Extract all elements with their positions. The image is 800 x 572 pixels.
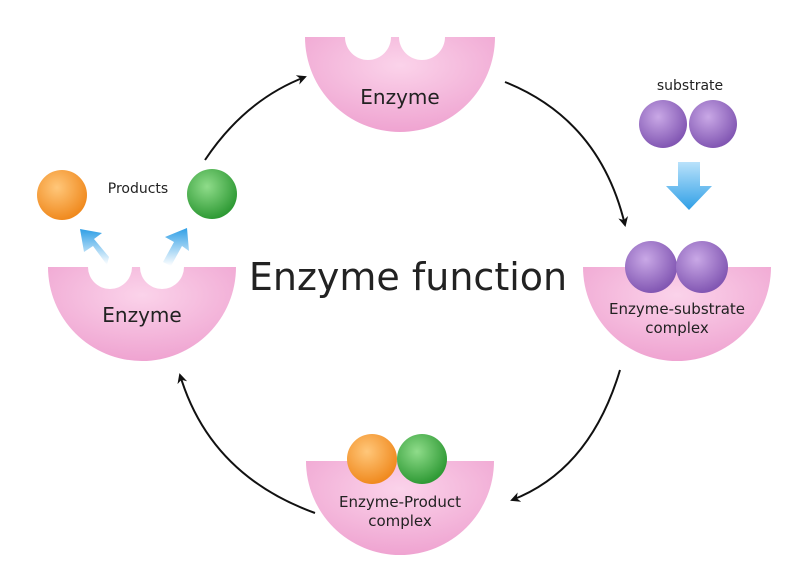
cycle-arrow-top-left: [204, 75, 307, 161]
substrate-group: substrate: [639, 78, 737, 210]
product-green-ball: [187, 169, 237, 219]
product-release-arrow-right: [163, 228, 189, 266]
ep-complex-label-line1: Enzyme-Product: [339, 493, 461, 511]
product-orange-ball: [37, 170, 87, 220]
cycle-arrow-bottom-right: [510, 369, 621, 502]
ep-complex-label-line2: complex: [368, 512, 432, 530]
enzyme-top: Enzyme: [305, 37, 495, 132]
substrate-label: substrate: [657, 78, 723, 94]
product-release-arrow-left: [80, 229, 109, 265]
enzyme-product-complex: Enzyme-Product complex: [306, 434, 494, 555]
es-complex-label-line2: complex: [645, 319, 709, 337]
cycle-arrow-top-right: [504, 81, 629, 227]
enzyme-left: Enzyme: [48, 267, 236, 361]
enzyme-substrate-complex: Enzyme-substrate complex: [583, 241, 771, 361]
ep-product-green: [397, 434, 447, 484]
products-label: Products: [108, 181, 168, 197]
products-group: Products: [37, 169, 237, 266]
cycle-arrow-bottom-left: [177, 373, 316, 514]
diagram-title: Enzyme function: [249, 255, 567, 299]
enzyme-left-label: Enzyme: [102, 303, 181, 327]
enzyme-top-label: Enzyme: [360, 85, 439, 109]
es-substrate-ball-right: [676, 241, 728, 293]
es-complex-label-line1: Enzyme-substrate: [609, 300, 745, 318]
ep-product-orange: [347, 434, 397, 484]
substrate-ball-right: [689, 100, 737, 148]
substrate-ball-left: [639, 100, 687, 148]
substrate-down-arrow: [666, 162, 712, 210]
es-substrate-ball-left: [625, 241, 677, 293]
